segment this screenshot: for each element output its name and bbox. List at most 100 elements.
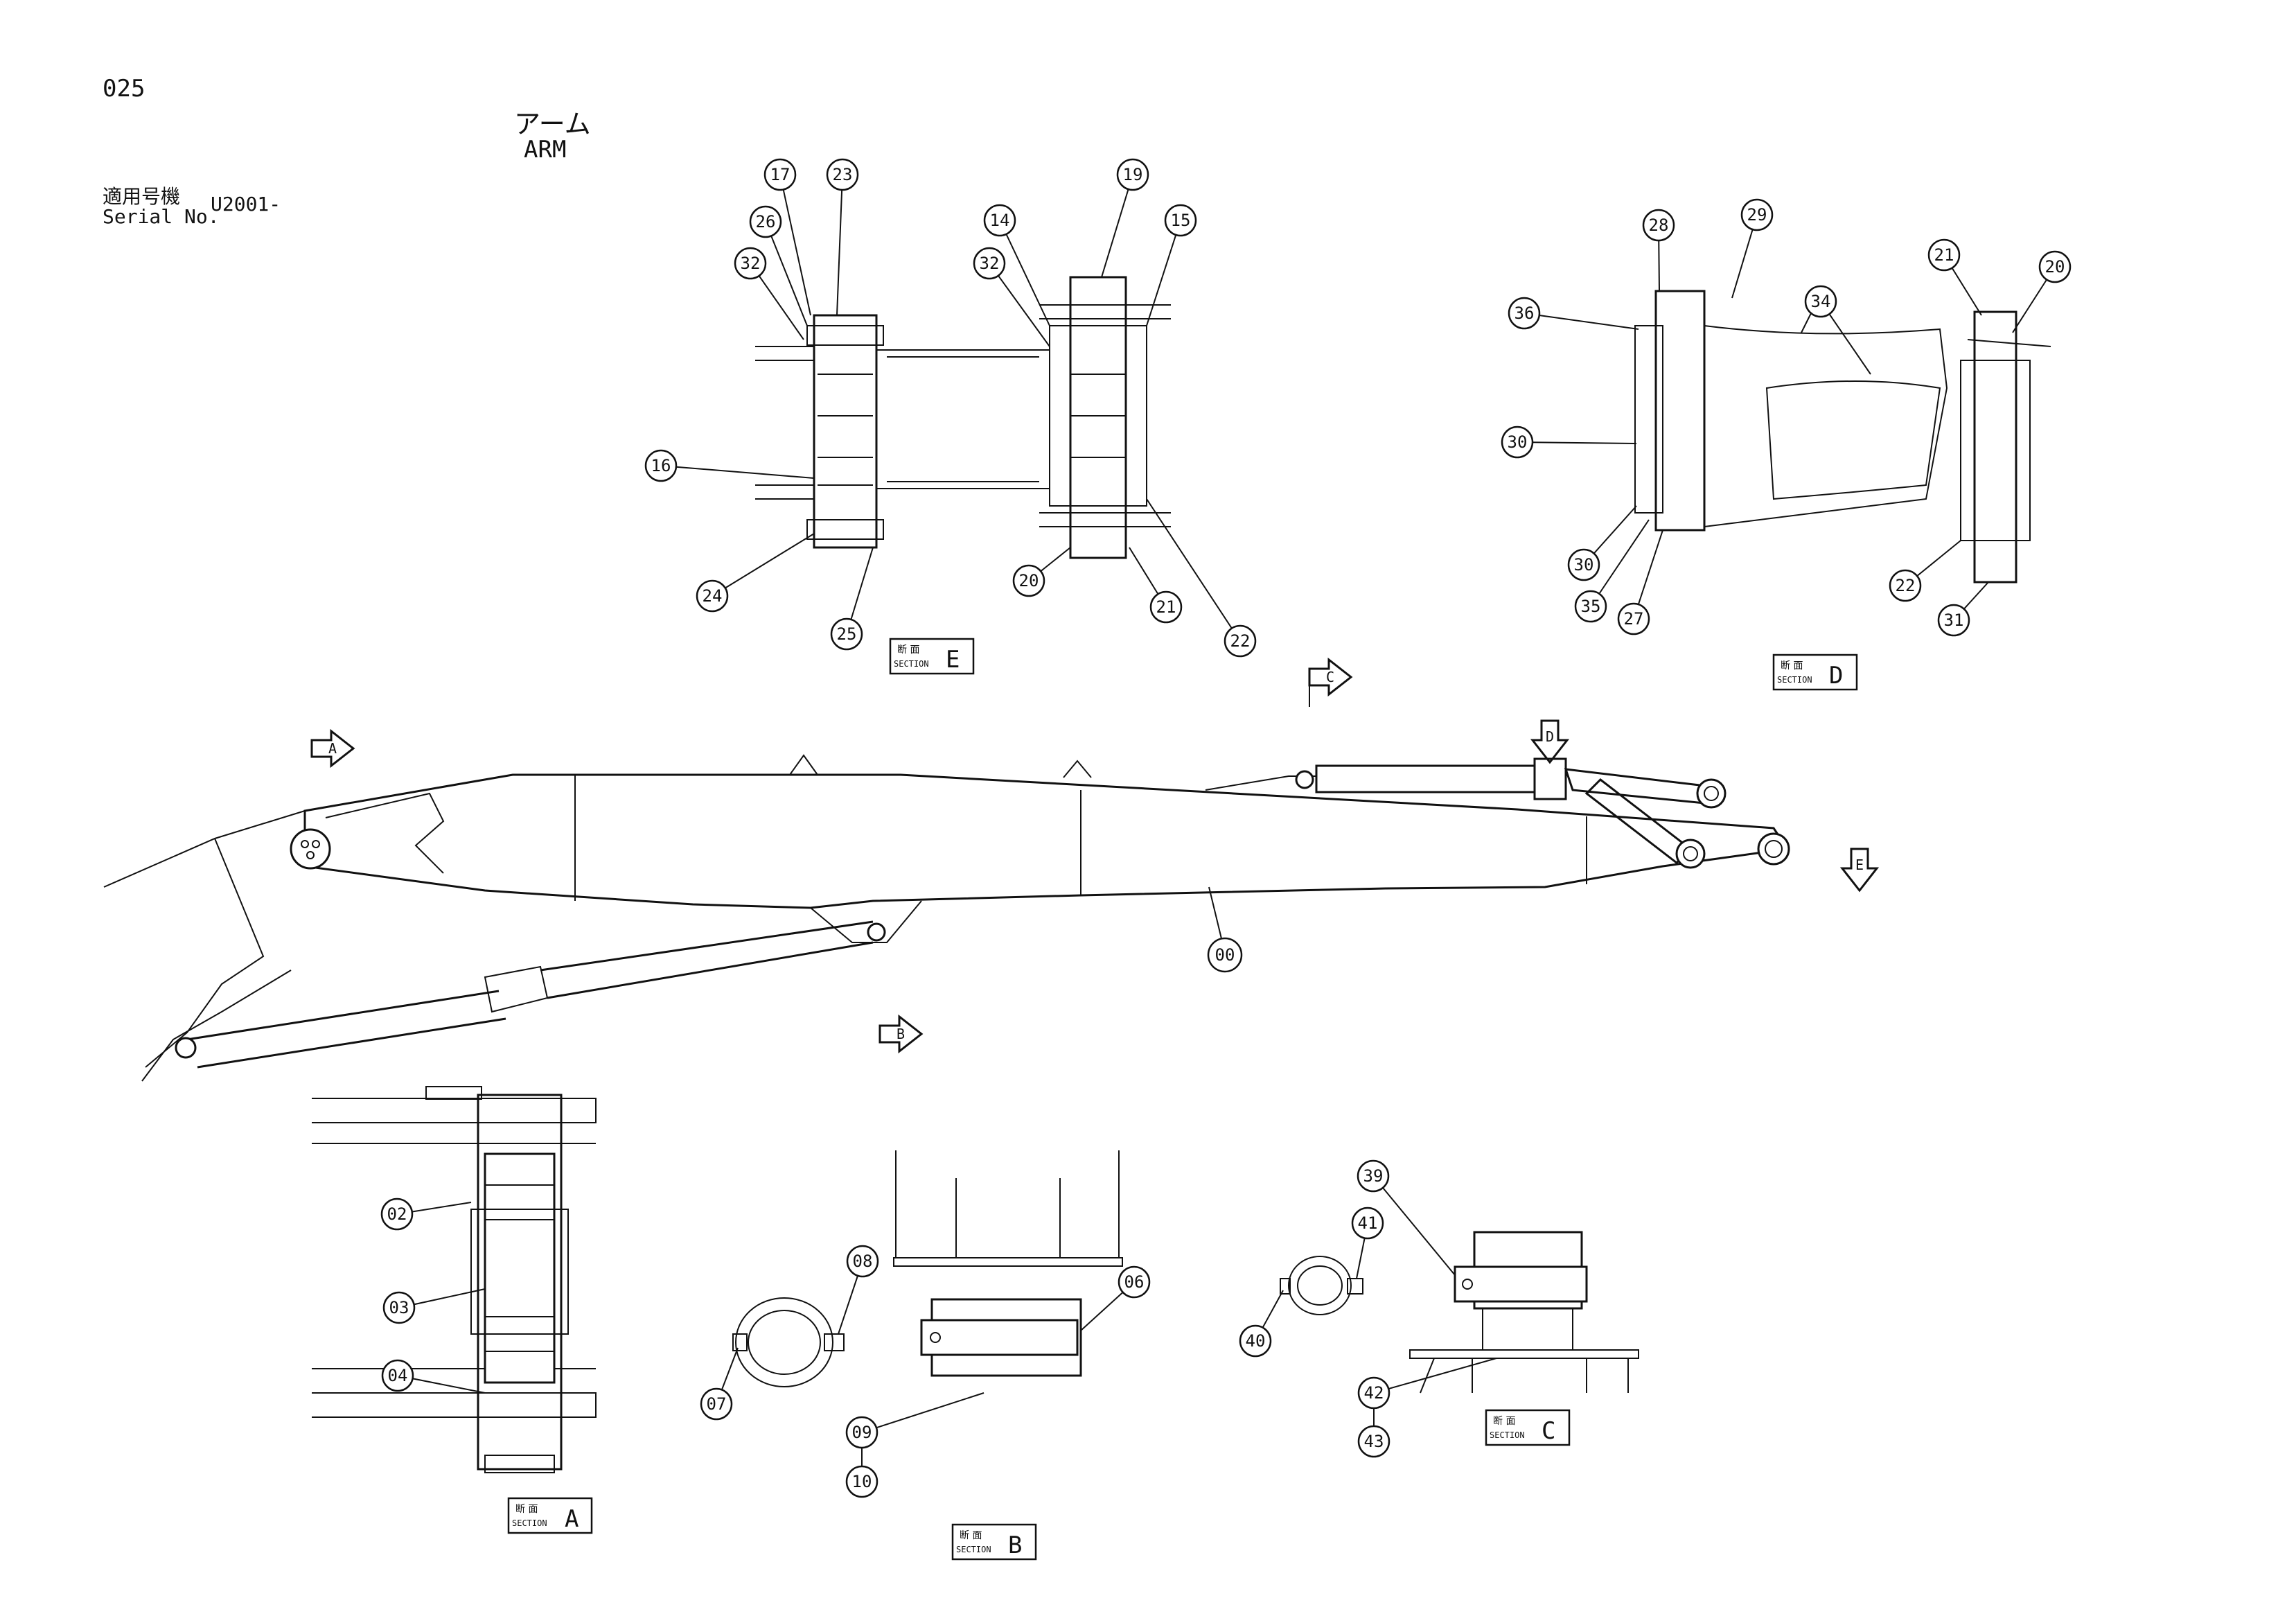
view-arrow-b-shape [878,1014,924,1054]
leader-19 [1101,174,1133,278]
section-a-plates [312,1098,597,1418]
leader-09 [861,1392,984,1433]
callout-07-label: 07 [707,1394,727,1414]
callout-03 [382,1291,416,1324]
arm-lower-boss [810,900,922,943]
callout-17-label: 17 [770,165,791,184]
section-c-callouts: 39 41 40 42 43 [1239,1159,1497,1458]
callout-08 [846,1245,879,1278]
section-e-web [876,349,1050,489]
callout-24-label: 24 [703,586,723,606]
section-d-boss-left [1654,290,1706,532]
callout-09-label: 09 [852,1423,872,1442]
callout-00-circle [1207,937,1243,973]
section-a-housing [477,1094,563,1471]
boom-cylinder-gland [484,965,549,1013]
bucket-link-upper [1564,768,1713,805]
arm-cylinder-head [1533,757,1567,800]
callout-27-label: 27 [1624,609,1644,629]
boom-cylinder-bottom [197,1017,506,1069]
section-b-top-plate [893,1257,1123,1267]
section-b-ring-outer [735,1297,833,1387]
bucket-link-pin [1696,778,1727,809]
section-b-bolt [732,1333,748,1351]
view-arrow-c-label: C [1326,669,1334,685]
leader-35 [1590,519,1650,607]
callout-30a [1501,426,1534,459]
section-d-letter: D [1829,662,1843,690]
callout-42-label: 42 [1364,1383,1384,1403]
callout-16 [644,449,678,482]
section-e-plates-right [1039,304,1171,527]
section-d-flange-left [1634,325,1663,514]
callout-28-label: 28 [1649,216,1669,235]
arm-foot-pin [290,828,331,870]
callout-24 [696,579,729,613]
section-c-pin-hole [1462,1279,1473,1290]
callout-39-label: 39 [1363,1166,1384,1186]
section-c-bolt [1280,1278,1291,1295]
section-b-plates [895,1150,1120,1258]
section-d-boss-right [1973,310,2017,584]
section-c-nut [1347,1278,1363,1295]
foot-pin-hole-2 [312,840,320,848]
bucket-link-lower [1584,778,1693,864]
arm-body-outline [303,773,1790,909]
callout-40 [1239,1324,1272,1358]
callout-43-label: 43 [1364,1432,1384,1451]
leader-23 [836,174,843,316]
callout-35-label: 35 [1581,597,1601,616]
callout-36-label: 36 [1515,304,1535,323]
view-arrow-d: D [1530,719,1570,764]
callout-31 [1937,604,1970,637]
serial-number-value: U2001- [211,193,281,216]
boom-upper-line [103,810,306,888]
section-d-view [1634,290,2051,584]
boom-cylinder-top [186,990,500,1041]
section-c-pin [1454,1265,1588,1303]
serial-label-japanese: 適用号機 [103,185,181,208]
section-e-plates-left [755,346,831,500]
leader-42 [1373,1358,1497,1394]
title-english: ARM [524,136,567,164]
leader-32b [989,263,1050,347]
cylinder-rod-bottom [547,941,874,999]
section-d-label-box: 断 面 SECTION D [1772,653,1858,691]
section-c-supports [1420,1308,1629,1394]
view-arrow-c: C [1308,657,1353,707]
view-arrow-d-shape [1530,719,1570,764]
callout-32a-label: 32 [741,254,761,273]
callout-07 [700,1387,733,1421]
leader-22 [1146,498,1241,642]
view-arrow-a-shape [310,728,355,769]
section-e-en: SECTION [894,659,929,669]
section-e-boss-left-lines [818,374,873,486]
section-e-web-inner [887,356,1039,482]
page-number: 025 [103,75,145,103]
view-arrow-e-label: E [1855,857,1864,873]
boom-pin [175,1037,197,1059]
section-a-label-box: 断 面 SECTION A [507,1497,593,1534]
section-e-letter: E [946,646,960,674]
callout-43 [1357,1425,1390,1458]
boom-bracket [145,838,265,1068]
view-arrow-e-shape [1839,848,1880,893]
view-arrow-d-label: D [1546,728,1554,745]
bucket-link-pin-inner [1704,786,1719,801]
leader-16 [660,465,815,479]
section-c-en: SECTION [1490,1430,1525,1440]
callout-10-label: 10 [852,1472,872,1491]
bucket-pin-inner [1765,840,1783,858]
section-b-box [951,1523,1037,1561]
callout-26 [749,205,782,238]
view-arrow-b-label: B [897,1026,905,1042]
leader-39 [1372,1175,1456,1276]
section-e-boss-left [813,314,878,549]
section-a-box [507,1497,593,1534]
section-b-nut [824,1333,845,1351]
section-c-ring-inner [1297,1265,1343,1306]
section-a-pin-lines [485,1184,554,1352]
callout-30b-label: 30 [1574,555,1594,574]
section-a-view [312,1086,597,1473]
